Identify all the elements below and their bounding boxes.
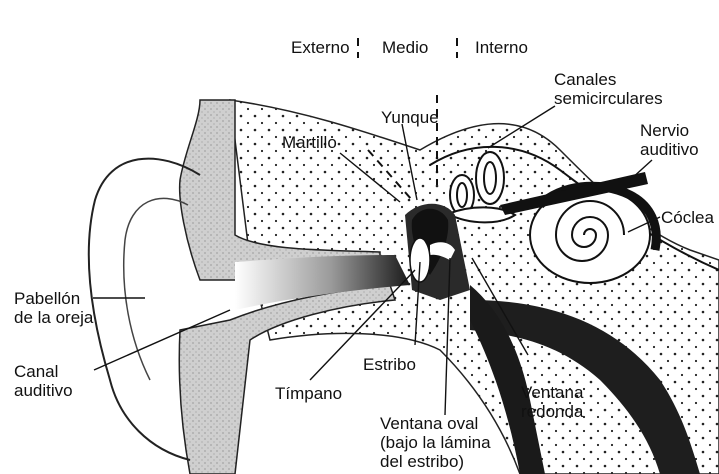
label-externo: Externo <box>291 38 350 57</box>
label-pabellon-line1: Pabellón <box>14 289 93 308</box>
label-ventana-redonda-line2: redonda <box>521 402 583 421</box>
label-nervio-line2: auditivo <box>640 140 699 159</box>
label-estribo: Estribo <box>363 355 416 374</box>
label-pabellon-line2: de la oreja <box>14 308 93 327</box>
label-canales-semicirculares: Canales semicirculares <box>554 70 663 108</box>
tympanum <box>410 238 430 282</box>
label-ventana-oval-line3: del estribo) <box>380 452 491 471</box>
label-martillo: Martillo <box>282 133 337 152</box>
label-canal-line1: Canal <box>14 362 73 381</box>
label-canales-line2: semicirculares <box>554 89 663 108</box>
label-canal-line2: auditivo <box>14 381 73 400</box>
label-medio: Medio <box>382 38 428 57</box>
label-ventana-redonda: Ventana redonda <box>521 383 583 421</box>
label-nervio-line1: Nervio <box>640 121 699 140</box>
label-timpano: Tímpano <box>275 384 342 403</box>
label-canales-line1: Canales <box>554 70 663 89</box>
label-nervio-auditivo: Nervio auditivo <box>640 121 699 159</box>
label-canal-auditivo: Canal auditivo <box>14 362 73 400</box>
label-ventana-redonda-line1: Ventana <box>521 383 583 402</box>
label-ventana-oval: Ventana oval (bajo la lámina del estribo… <box>380 414 491 471</box>
label-pabellon: Pabellón de la oreja <box>14 289 93 327</box>
label-ventana-oval-line2: (bajo la lámina <box>380 433 491 452</box>
label-yunque: Yunque <box>381 108 439 127</box>
label-coclea: Cóclea <box>661 208 714 227</box>
label-ventana-oval-line1: Ventana oval <box>380 414 491 433</box>
label-interno: Interno <box>475 38 528 57</box>
